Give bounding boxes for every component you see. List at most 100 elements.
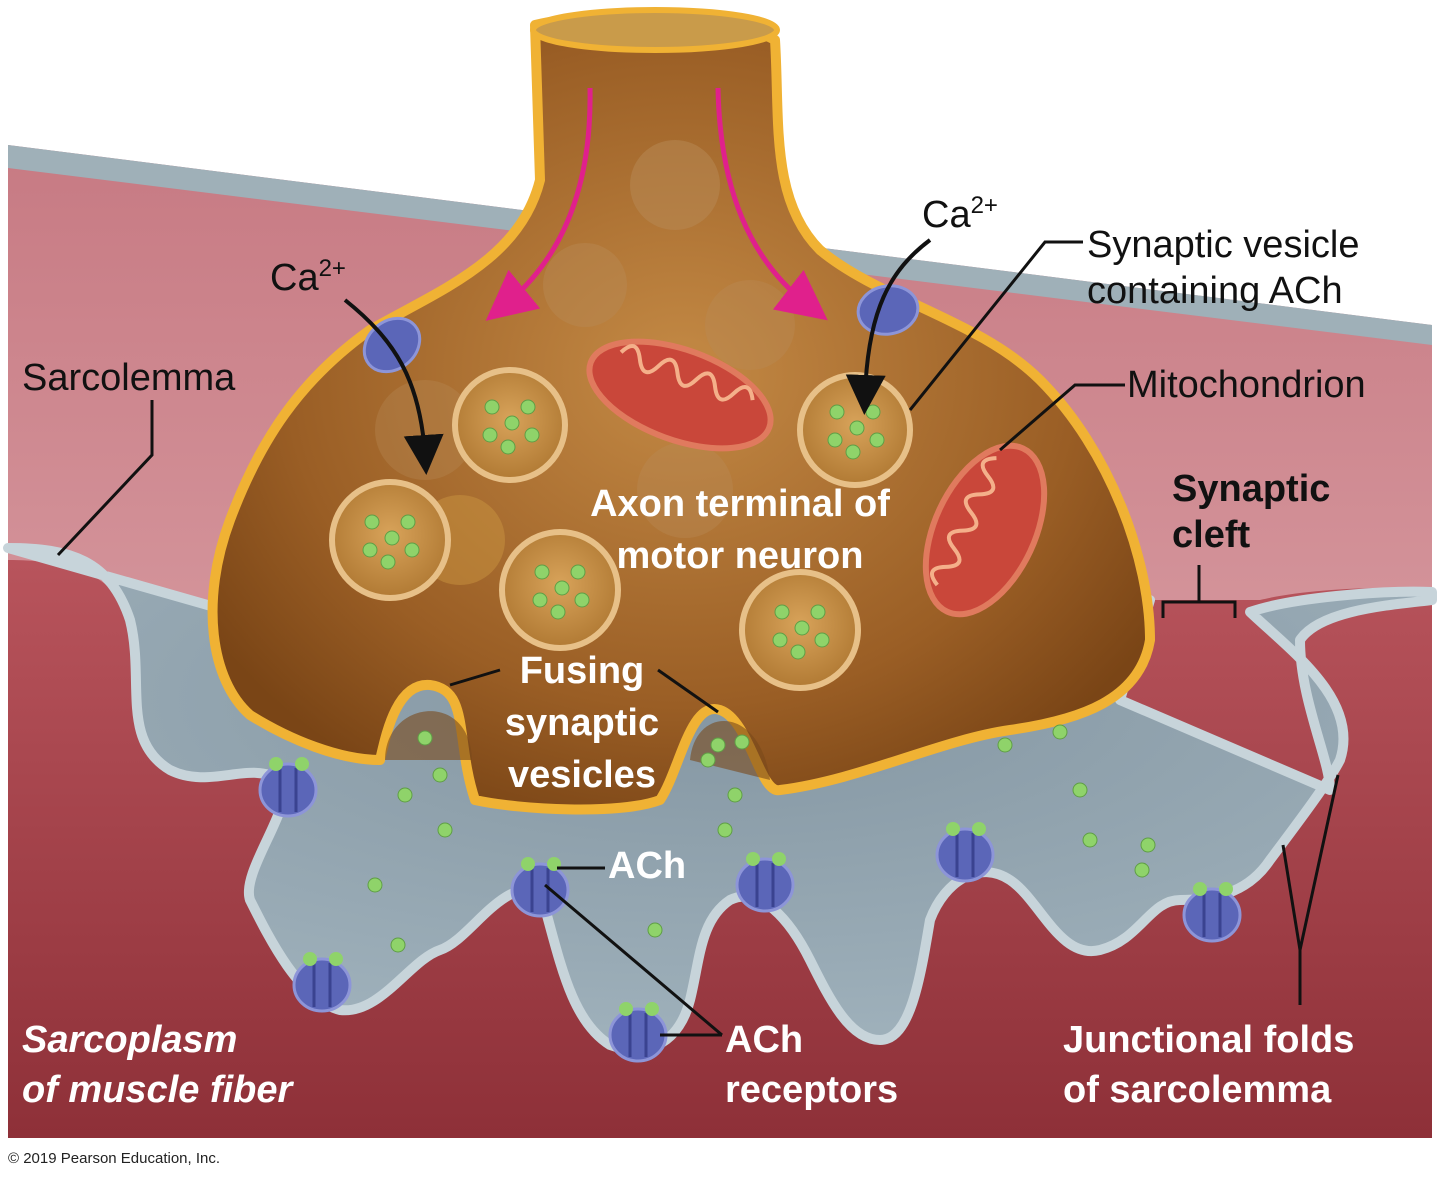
sarcoplasm-label: Sarcoplasm of muscle fiber (22, 1019, 293, 1111)
receptor-body (1182, 887, 1242, 943)
axon-terminal-label: Axon terminal of motor neuron (590, 483, 890, 577)
mitochondrion-leader (999, 383, 1125, 452)
ach-molecule (534, 564, 550, 580)
ach-molecule (717, 822, 733, 838)
ach-molecule (554, 580, 570, 596)
receptor-body (608, 1007, 668, 1063)
synaptic-vesicle (739, 569, 861, 691)
fusing-vesicles-label: Fusing synaptic vesicles (504, 650, 660, 796)
sarcolemma-label: Sarcolemma (22, 357, 236, 399)
synaptic-vesicle (452, 367, 568, 483)
fusing-vesicle-right (690, 720, 770, 780)
bound-ach-molecule (619, 1002, 633, 1016)
ach-molecule (1140, 837, 1156, 853)
ach-receptor (935, 822, 995, 883)
ach-molecule (520, 399, 536, 415)
ach-molecule (849, 420, 865, 436)
bound-ach-molecule (972, 822, 986, 836)
ach-molecule (794, 620, 810, 636)
bound-ach-molecule (645, 1002, 659, 1016)
bound-ach-molecule (772, 852, 786, 866)
ach-molecule (364, 514, 380, 530)
fusing-leader-left (449, 668, 501, 687)
bound-ach-molecule (946, 822, 960, 836)
ach-molecule (772, 632, 788, 648)
ach-molecule (550, 604, 566, 620)
ach-molecule (845, 444, 861, 460)
ach-molecule (437, 822, 453, 838)
impulse-arrow-left (485, 87, 593, 321)
ach-molecule (384, 530, 400, 546)
calcium-label-right: Ca2+ (922, 192, 998, 237)
ach-molecule (484, 399, 500, 415)
axon-top-opening (530, 7, 780, 53)
ach-receptors (258, 757, 1242, 1063)
ach-receptor (292, 952, 352, 1013)
ach-molecule (727, 787, 743, 803)
bound-ach-molecule (295, 757, 309, 771)
mitochondrion-right (922, 442, 1048, 618)
ach-receptor (510, 857, 570, 918)
calcium-arrow-left (343, 298, 444, 475)
ach-molecule (500, 439, 516, 455)
ach-receptor (608, 1002, 668, 1063)
ach-molecule (570, 564, 586, 580)
ach-receptor (735, 852, 795, 913)
ach-molecule (400, 514, 416, 530)
ach-molecule (574, 592, 590, 608)
ach-molecule (827, 432, 843, 448)
copyright-notice: © 2019 Pearson Education, Inc. (8, 1150, 221, 1167)
receptor-body (735, 857, 795, 913)
mitochondrion-label: Mitochondrion (1127, 364, 1366, 406)
mitochondrion-top (586, 338, 774, 452)
bound-ach-molecule (1193, 882, 1207, 896)
ach-molecule (1082, 832, 1098, 848)
ach-label: ACh (608, 845, 687, 887)
receptor-body (258, 762, 318, 818)
ach-molecule (1134, 862, 1150, 878)
synaptic-vesicle (329, 479, 451, 601)
vesicle-leader (908, 240, 1083, 411)
ach-molecule (390, 937, 406, 953)
bound-ach-molecule (329, 952, 343, 966)
ach-molecule (397, 787, 413, 803)
ach-molecule (790, 644, 806, 660)
ach-molecule (810, 604, 826, 620)
ach-receptor (258, 757, 318, 818)
receptor-body (510, 862, 570, 918)
synaptic-vesicles (329, 367, 913, 691)
bound-ach-molecule (746, 852, 760, 866)
ach-receptor-leader (544, 883, 723, 1037)
ach-molecule (1052, 724, 1068, 740)
ach-molecule (869, 432, 885, 448)
ach-molecule (865, 404, 881, 420)
synaptic-vesicle-label: Synaptic vesicle containing ACh (1087, 224, 1360, 312)
ach-molecule (380, 554, 396, 570)
synaptic-vesicle (797, 372, 913, 488)
ach-receptors-label: ACh receptors (725, 1019, 899, 1111)
synaptic-cleft-bracket (1161, 565, 1237, 618)
junctional-folds-label: Junctional folds of sarcolemma (1063, 1019, 1355, 1111)
ach-molecule (504, 415, 520, 431)
ach-molecule (432, 767, 448, 783)
ach-molecule (404, 542, 420, 558)
calcium-label-left: Ca2+ (270, 255, 346, 300)
ach-molecule (734, 734, 750, 750)
bound-ach-molecule (269, 757, 283, 771)
impulse-arrow-right (715, 87, 828, 321)
ach-molecule (362, 542, 378, 558)
junctional-folds-leader (1281, 774, 1340, 1005)
ach-molecule (814, 632, 830, 648)
ach-molecule (647, 922, 663, 938)
bound-ach-molecule (1219, 882, 1233, 896)
receptor-body (935, 827, 995, 883)
receptor-body (292, 957, 352, 1013)
calcium-arrow-right (845, 238, 932, 415)
synaptic-vesicle (499, 529, 621, 651)
ach-molecule (532, 592, 548, 608)
ach-molecule (774, 604, 790, 620)
ach-receptor (1182, 882, 1242, 943)
ach-molecule (482, 427, 498, 443)
ach-molecule (997, 737, 1013, 753)
